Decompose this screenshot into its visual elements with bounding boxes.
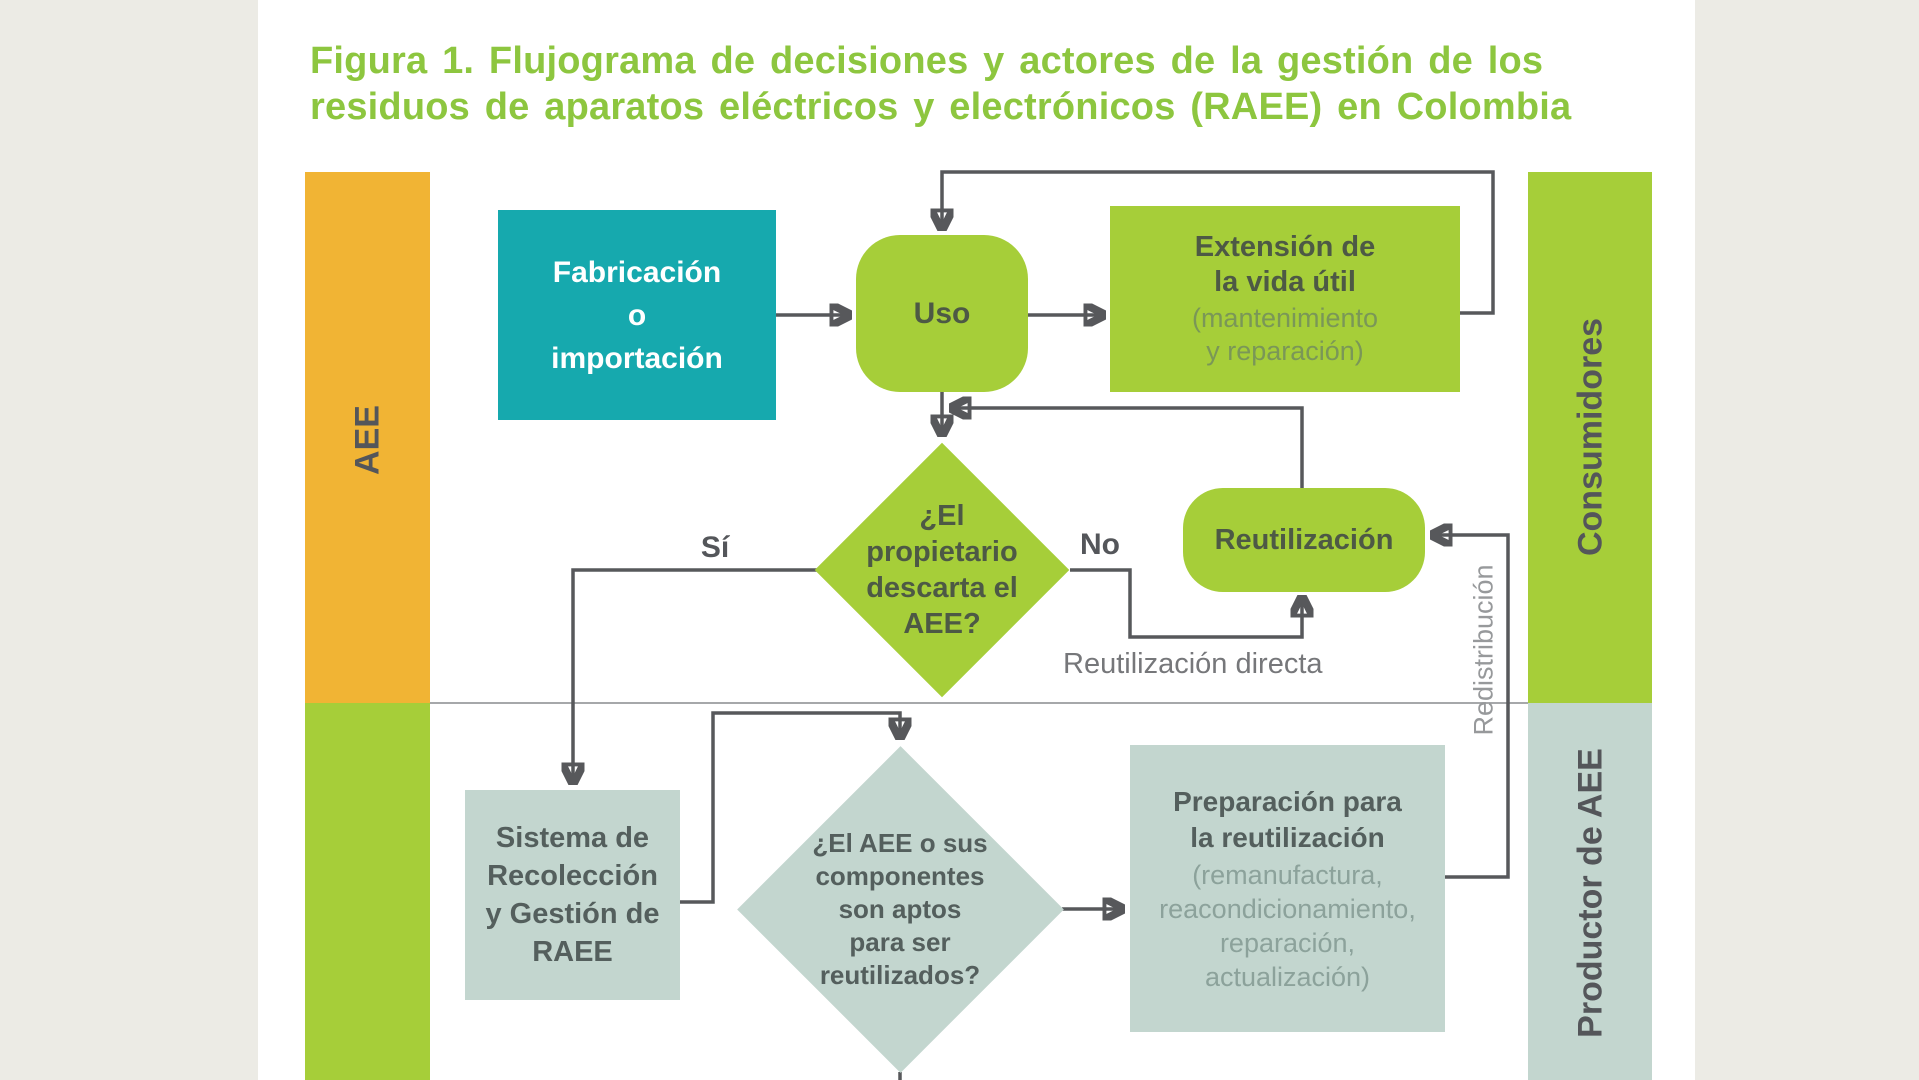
figure-title: Figura 1. Flujograma de decisiones y act… <box>310 38 1590 130</box>
node-preparacion-title: Preparación para la reutilización <box>1173 785 1402 853</box>
lane-bar-consumidores <box>1528 172 1652 703</box>
decision-aptos-reutilizados-text: ¿El AEE o sus componentes son aptos para… <box>812 827 988 990</box>
node-sistema-recoleccion: Sistema de Recolección y Gestión de RAEE <box>465 790 680 1000</box>
figure-title-line2: residuos de aparatos eléctricos y electr… <box>310 86 1572 128</box>
arrow-si-to-sistema <box>573 568 817 782</box>
node-extension-title: Extensión de la vida útil <box>1194 231 1376 298</box>
edge-label-redistribucion: Redistribución <box>1468 564 1499 736</box>
node-fabricacion-importacion: Fabricación o importación <box>498 210 776 420</box>
lane-label-aee: AEE <box>348 405 387 475</box>
node-preparacion-subtitle: (remanufactura, reacondicionamiento, rep… <box>1159 859 1416 992</box>
lane-label-productor: Productor de AEE <box>1571 748 1610 1038</box>
lane-bar-raee <box>305 703 430 1080</box>
lane-bar-aee <box>305 172 430 703</box>
node-uso: Uso <box>856 235 1028 392</box>
node-reutilizacion: Reutilización <box>1183 488 1425 592</box>
figure-title-line1: Figura 1. Flujograma de decisiones y act… <box>310 40 1544 82</box>
page-margin-right <box>1695 0 1919 1080</box>
edge-label-reutilizacion-directa: Reutilización directa <box>1063 648 1323 680</box>
node-extension-vida-util: Extensión de la vida útil (mantenimiento… <box>1110 206 1460 392</box>
page-margin-left <box>0 0 258 1080</box>
edge-label-si: Sí <box>700 531 730 564</box>
section-divider <box>430 702 1528 704</box>
lane-label-consumidores: Consumidores <box>1571 317 1610 557</box>
edge-label-no: No <box>1080 528 1120 561</box>
decision-propietario-descarta-text: ¿El propietario descarta el AEE? <box>866 500 1018 640</box>
node-preparacion-reutilizacion: Preparación para la reutilización (reman… <box>1130 745 1445 1032</box>
lane-bar-productor <box>1528 703 1652 1080</box>
node-extension-subtitle: (mantenimiento y reparación) <box>1191 303 1379 366</box>
